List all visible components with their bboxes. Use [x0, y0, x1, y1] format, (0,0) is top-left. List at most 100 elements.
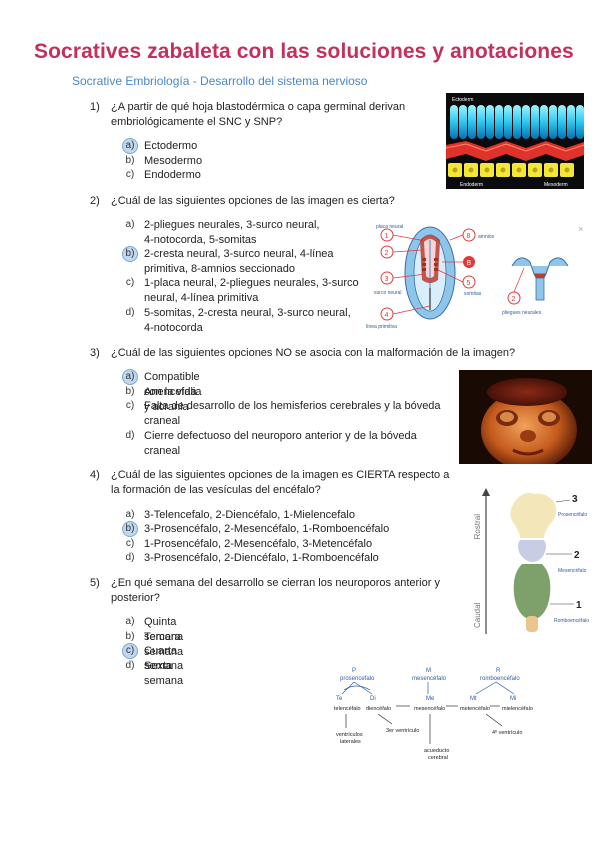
scheme-diencefalo: diencéfalo — [366, 706, 391, 712]
scheme-acueducto: acueducto — [424, 748, 449, 754]
label-amnios: amnios — [478, 234, 495, 240]
vesicle-label-1: Romboencéfalo — [554, 618, 589, 624]
selected-marker: a) — [122, 138, 138, 154]
scheme-p: P — [352, 668, 356, 674]
option-line: 2-cresta neural, 3-surco neural, 4-línea — [144, 248, 334, 260]
scheme-cuarto-ventriculo: 4º ventrículo — [492, 729, 522, 736]
embryo-diagram: 1 2 3 4 8 B 5 placa neural amnios surco … — [362, 218, 592, 334]
scheme-tercer-ventriculo: 3er ventrículo — [386, 728, 419, 734]
option-line: 2-pliegues neurales, 3-surco neural, — [144, 219, 320, 231]
option-line: 1-placa neural, 2-pliegues neurales, 3-s… — [144, 277, 359, 289]
vesicle-number-1: 1 — [576, 600, 582, 611]
option-letter: d) — [125, 552, 135, 563]
axis-rostral: Rostral — [473, 514, 482, 540]
selected-marker: c) — [122, 643, 138, 659]
question-text: ¿En qué semana del desarrollo se cierran… — [111, 576, 440, 605]
vesicle-label-3: Prosencéfalo — [558, 512, 587, 518]
option-letter: d) — [125, 430, 135, 441]
scheme-di: Di — [370, 696, 376, 702]
callout-3: 3 — [385, 276, 389, 283]
option-text: 3-Prosencéfalo, 2-Diencéfalo, 1-Romboenc… — [144, 552, 379, 564]
option-text: Tercera semana — [144, 631, 184, 658]
selected-marker: b) — [122, 521, 138, 537]
option-text: Cierre defectuoso del neuroporo anterior… — [144, 429, 417, 458]
scheme-laterales: laterales — [340, 739, 361, 745]
document-subtitle: Socrative Embriología - Desarrollo del s… — [72, 74, 368, 88]
scheme-mi: Mi — [510, 696, 516, 702]
selected-marker: b) — [122, 246, 138, 262]
option-line: 4-notocorda, 5-somitas — [144, 233, 257, 246]
question-number: 1) — [90, 101, 100, 113]
question-text: ¿Cuál de las siguientes opciones de las … — [111, 195, 395, 207]
option-letter: d) — [125, 307, 135, 318]
callout-2b: 2 — [512, 296, 516, 303]
ectoderm-label: Ectoderm — [452, 97, 473, 103]
option-text: 1-placa neural, 2-pliegues neurales, 3-s… — [144, 276, 359, 305]
callout-b: B — [467, 260, 472, 267]
option-line: primitiva, 8-amnios seccionado — [144, 262, 296, 275]
germ-layers-image: Ectoderm Endoderm Mesoderm — [446, 93, 584, 189]
option-letter: a) — [125, 616, 135, 627]
label-placa-neural: placa neural — [376, 224, 403, 230]
option-text: 3-Telencefalo, 2-Diencéfalo, 1-Mielencef… — [144, 509, 355, 521]
scheme-cerebral: cerebral — [428, 755, 448, 761]
option-line: Falta de desarrollo de los hemisferios c… — [144, 400, 441, 412]
scheme-ventriculos: ventrículos — [336, 732, 363, 738]
brain-vesicles-diagram: Rostral Caudal 3 Prosencéfalo 2 Mesencéf… — [464, 488, 592, 638]
option-text: Sexta semana — [144, 660, 184, 687]
label-linea-primitiva: línea primitiva — [366, 324, 397, 330]
option-text: 2-cresta neural, 3-surco neural, 4-línea… — [144, 247, 334, 276]
option-letter: c) — [125, 400, 135, 411]
question-number: 5) — [90, 577, 100, 589]
question-line: embriológicamente el SNC y SNP? — [111, 115, 283, 128]
option-text: Mesodermo — [144, 155, 203, 167]
option-letter: b) — [125, 386, 135, 397]
option-text: Endodermo — [144, 169, 201, 181]
option-letter: c) — [125, 538, 135, 549]
option-line: 4-notocorda — [144, 321, 203, 334]
anencephaly-illustration — [459, 370, 592, 464]
option-letter: a) — [125, 219, 135, 230]
scheme-mesencefalo: mesencéfalo — [412, 676, 447, 682]
option-line: neural, 4-línea primitiva — [144, 291, 259, 304]
label-pliegues-neurales: pliegues neurales — [502, 310, 542, 316]
option-text: Falta de desarrollo de los hemisferios c… — [144, 399, 441, 428]
vesicle-number-3: 3 — [572, 494, 578, 505]
endoderm-label: Endoderm — [460, 182, 483, 188]
callout-5: 5 — [467, 280, 471, 287]
scheme-mesencefalo-2: mesencéfalo — [414, 706, 445, 712]
option-letter: c) — [125, 169, 135, 180]
selected-marker: a) — [122, 369, 138, 385]
question-number: 4) — [90, 469, 100, 481]
question-text: ¿Cuál de las siguientes opciones de la i… — [111, 468, 449, 497]
vesicle-number-2: 2 — [574, 550, 580, 561]
scheme-illustration: P prosencefalo M mesencéfalo R romboencé… — [334, 668, 533, 761]
germ-layers-illustration: Ectoderm Endoderm Mesoderm — [446, 97, 584, 188]
option-letter: c) — [125, 277, 135, 288]
callout-4: 4 — [385, 312, 389, 319]
scheme-mt: Mt — [470, 696, 477, 702]
callout-2: 2 — [385, 250, 389, 257]
option-letter: b) — [125, 631, 135, 642]
option-text: Ectodermo — [144, 140, 198, 152]
scheme-te: Te — [336, 696, 343, 702]
question-line: posterior? — [111, 591, 160, 604]
vesicle-scheme-notes: P prosencefalo M mesencéfalo R romboencé… — [330, 664, 570, 766]
option-text: Compatible con la vida — [144, 371, 200, 398]
option-letter: a) — [125, 509, 135, 520]
vesicle-label-2: Mesencéfalo — [558, 568, 587, 574]
scheme-romboencefalo: romboencéfalo — [480, 676, 520, 682]
label-somitas: somitas — [464, 291, 482, 297]
option-line: craneal — [144, 444, 181, 457]
option-text: 2-pliegues neurales, 3-surco neural, 4-n… — [144, 218, 320, 247]
vesicles-illustration: Rostral Caudal 3 Prosencéfalo 2 Mesencéf… — [473, 488, 589, 634]
question-number: 2) — [90, 195, 100, 207]
question-number: 3) — [90, 347, 100, 359]
option-letter: d) — [125, 660, 135, 671]
option-line: Cierre defectuoso del neuroporo anterior… — [144, 430, 417, 442]
scheme-r: R — [496, 668, 501, 674]
malformation-photo — [459, 370, 592, 464]
option-text: 5-somitas, 2-cresta neural, 3-surco neur… — [144, 306, 351, 335]
option-line: 5-somitas, 2-cresta neural, 3-surco neur… — [144, 307, 351, 319]
question-text: ¿Cuál de las siguientes opciones NO se a… — [111, 347, 516, 359]
